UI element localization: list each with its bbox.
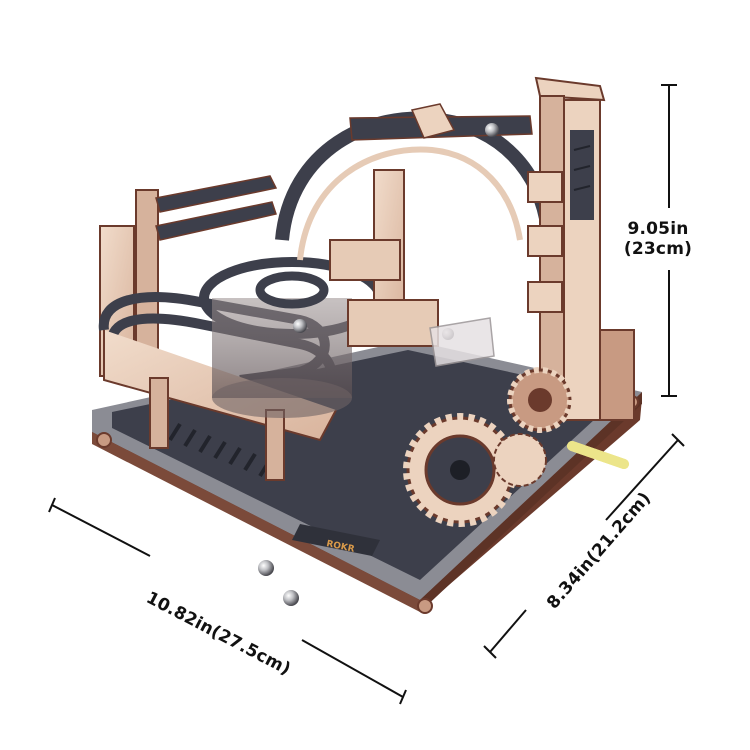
steel-ball-icon [283, 590, 299, 606]
acrylic-funnel [199, 257, 385, 418]
gear-assembly [403, 317, 573, 527]
right-tower [527, 76, 635, 421]
spiral-arc [275, 103, 555, 261]
center-lift [329, 169, 454, 347]
crank-handle [567, 441, 629, 469]
height-metric: (23cm) [623, 239, 693, 259]
dimension-lines [48, 84, 685, 705]
height-dimension-label: 9.05in (23cm) [608, 219, 708, 259]
steel-ball-icon [258, 560, 274, 576]
height-imperial: 9.05in [627, 219, 689, 239]
